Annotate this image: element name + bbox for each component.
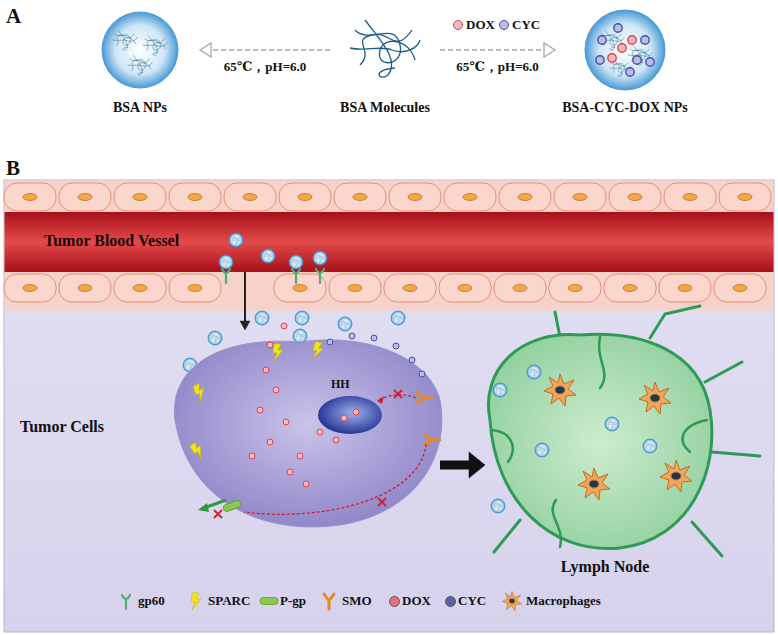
panel-letter: B (6, 156, 20, 181)
lymph-node: Lymph Node (485, 330, 725, 550)
legend-text: SPARC (208, 593, 250, 609)
legend-text: DOX (402, 593, 431, 609)
drug-key: DOX (466, 17, 495, 33)
condition-label: 65℃，pH=6.0 (454, 58, 541, 76)
tumor-cell: Tumor Cells (160, 330, 440, 530)
drug-key: CYC (512, 17, 540, 33)
node-text: Lymph Node (485, 558, 725, 576)
legend-text: Macrophages (526, 593, 601, 609)
extravasation-arrow (240, 272, 250, 330)
panel-letter: A (6, 4, 21, 29)
legend-text: P-gp (280, 593, 306, 609)
legend-text: gp60 (138, 593, 165, 609)
legend-text: SMO (342, 593, 372, 609)
node-text: Tumor Blood Vessel (44, 232, 179, 250)
legend-text: CYC (458, 593, 486, 609)
process-arrow (200, 43, 330, 57)
node-text: BSA-CYC-DOX NPs (555, 100, 695, 116)
blood-vessel-band: Tumor Blood Vessel (4, 212, 774, 272)
process-arrow (440, 43, 555, 57)
legend-swatch (389, 596, 400, 607)
protein-figure: BSA Molecules (330, 8, 440, 120)
node-text: BSA NPs (80, 100, 200, 116)
loaded-nanoparticle-figure: BSA-CYC-DOX NPs (555, 8, 695, 120)
pathway-label: HH (331, 377, 350, 392)
node-text: Tumor Cells (20, 418, 104, 436)
legend-swatch (445, 596, 456, 607)
transport-arrow (440, 452, 485, 478)
condition-label: 65℃，pH=6.0 (222, 58, 309, 76)
node-text: BSA Molecules (330, 100, 440, 116)
nanoparticle-figure: BSA NPs (80, 8, 200, 120)
